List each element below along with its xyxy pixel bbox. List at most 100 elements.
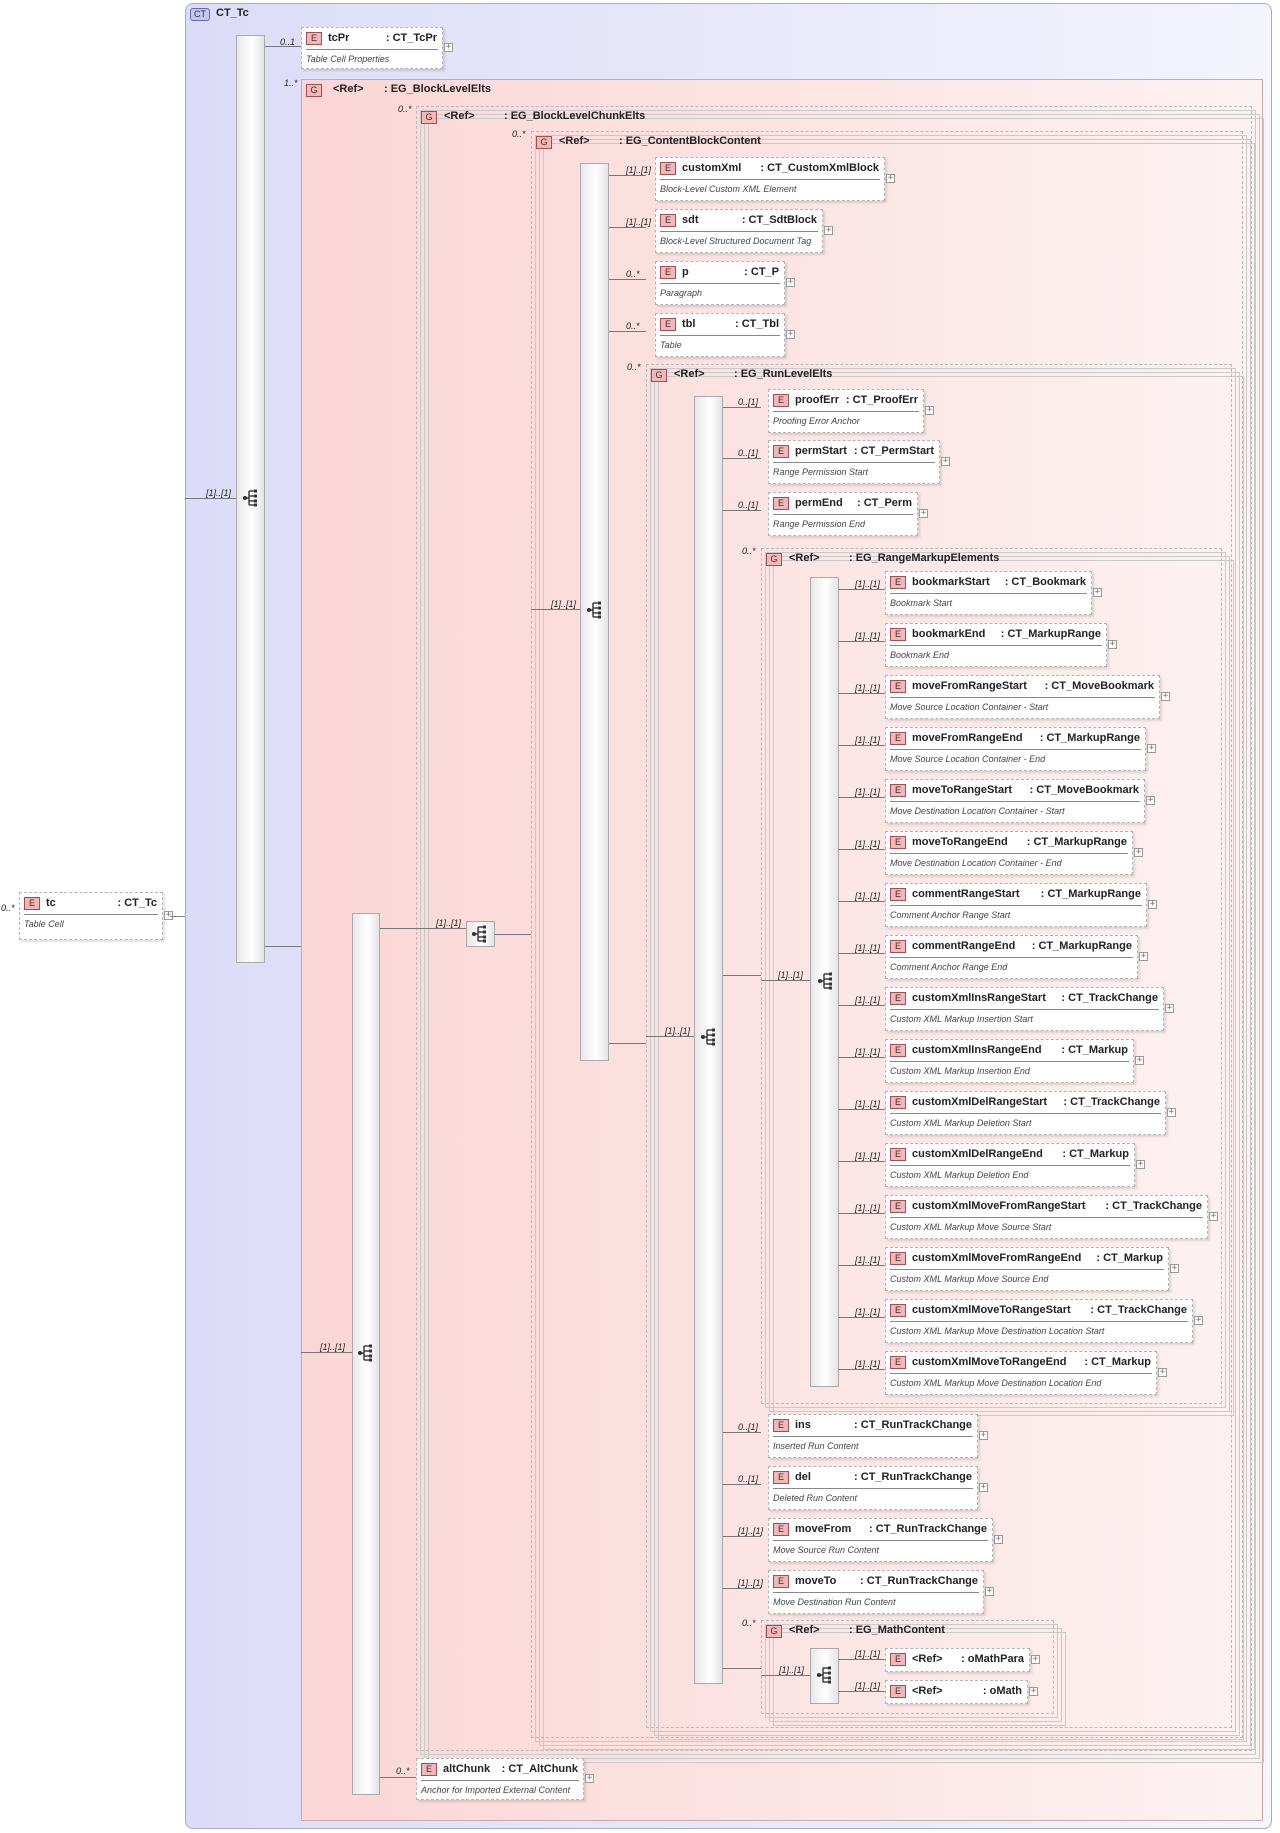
multiplicity: 0..[1] — [738, 1422, 759, 1432]
element-type: : CT_P — [744, 266, 779, 278]
element-name: moveFromRangeEnd — [912, 732, 1023, 744]
element-icon: E — [890, 836, 906, 849]
group-container — [646, 364, 1232, 1728]
expand-toggle[interactable]: + — [1093, 587, 1102, 597]
element-icon: E — [421, 1763, 437, 1776]
expand-toggle[interactable]: + — [994, 1534, 1003, 1544]
doc-divider — [660, 179, 880, 180]
element-doc: Deleted Run Content — [773, 1493, 858, 1503]
element-type: : CT_MarkupRange — [1039, 732, 1140, 744]
element-name: del — [795, 1471, 811, 1483]
connector-line — [839, 1057, 885, 1058]
connector-line — [265, 46, 301, 47]
expand-toggle[interactable]: + — [1167, 1107, 1176, 1117]
connector-line — [646, 1036, 694, 1037]
connector-line — [839, 693, 885, 694]
multiplicity: [1]..[1] — [551, 599, 577, 609]
expand-toggle[interactable]: + — [1139, 951, 1148, 961]
expand-toggle[interactable]: + — [824, 225, 833, 235]
element-altchunk[interactable] — [416, 1758, 584, 1800]
group-icon: G — [421, 111, 437, 124]
doc-divider — [890, 1165, 1130, 1166]
expand-toggle[interactable]: + — [1161, 691, 1170, 701]
element-tc[interactable] — [19, 892, 163, 940]
element-ref: <Ref> — [912, 1685, 943, 1697]
multiplicity: 0..[1] — [738, 448, 759, 458]
expand-toggle[interactable]: + — [1146, 795, 1155, 805]
doc-divider — [306, 49, 438, 50]
choice-compositor — [580, 163, 609, 1061]
expand-toggle[interactable]: + — [786, 329, 795, 339]
element-icon: E — [890, 1653, 906, 1666]
expand-toggle[interactable]: + — [1108, 639, 1117, 649]
expand-toggle[interactable]: + — [979, 1482, 988, 1492]
element-doc: Custom XML Markup Insertion Start — [890, 1014, 1033, 1024]
multiplicity: [1]..[1] — [738, 1526, 764, 1536]
element-icon: E — [660, 318, 676, 331]
choice-compositor — [810, 1648, 839, 1704]
element-type: : CT_Tbl — [735, 318, 779, 330]
connector-line — [723, 510, 761, 511]
element-name: moveToRangeEnd — [912, 836, 1008, 848]
multiplicity: [1]..[1] — [855, 995, 881, 1005]
doc-divider — [773, 1592, 979, 1593]
expand-toggle[interactable]: + — [1135, 1055, 1144, 1065]
expand-toggle[interactable]: + — [1209, 1211, 1218, 1221]
element-doc: Table Cell Properties — [306, 54, 390, 64]
element-doc: Move Source Run Content — [773, 1545, 880, 1555]
expand-toggle[interactable]: + — [1170, 1263, 1179, 1273]
group-name: : EG_RunLevelElts — [734, 368, 833, 380]
element-type: : CT_TrackChange — [1063, 1096, 1160, 1108]
element-tcpr[interactable] — [301, 27, 443, 69]
expand-toggle[interactable]: + — [979, 1430, 988, 1440]
multiplicity: [1]..[1] — [855, 1359, 881, 1369]
element-icon: E — [773, 497, 789, 510]
connector-line — [839, 1213, 885, 1214]
multiplicity: 0..[1] — [738, 1474, 759, 1484]
expand-toggle[interactable]: + — [585, 1773, 594, 1783]
connector-line — [380, 1777, 416, 1778]
element-ref-box[interactable] — [885, 1648, 1030, 1672]
expand-toggle[interactable]: + — [1148, 899, 1157, 909]
expand-toggle[interactable]: + — [1136, 1159, 1145, 1169]
sequence-icon — [587, 601, 601, 619]
element-doc: Move Destination Location Container - St… — [890, 806, 1065, 816]
element-doc: Comment Anchor Range End — [890, 962, 1008, 972]
expand-toggle[interactable]: + — [1031, 1654, 1040, 1664]
multiplicity: 0..* — [1, 903, 15, 913]
connector-line — [839, 1369, 885, 1370]
connector-line — [761, 980, 810, 981]
element-ref-box[interactable] — [885, 1680, 1028, 1704]
expand-toggle[interactable]: + — [886, 173, 895, 183]
expand-toggle[interactable]: + — [786, 277, 795, 287]
expand-toggle[interactable]: + — [919, 508, 928, 518]
expand-toggle[interactable]: + — [1158, 1367, 1167, 1377]
expand-toggle[interactable]: + — [925, 405, 934, 415]
expand-toggle[interactable]: + — [941, 456, 950, 466]
element-name: moveFromRangeStart — [912, 680, 1027, 692]
element-icon: E — [890, 1148, 906, 1161]
sequence-icon — [701, 1028, 715, 1046]
expand-toggle[interactable]: + — [1134, 847, 1143, 857]
doc-divider — [890, 593, 1087, 594]
group-stack-edge — [650, 368, 1236, 1732]
element-type: : CT_CustomXmlBlock — [760, 162, 879, 174]
group-stack-edge — [658, 376, 1244, 1740]
expand-toggle[interactable]: + — [1147, 743, 1156, 753]
choice-compositor — [466, 921, 495, 947]
connector-line — [839, 1109, 885, 1110]
group-ref: <Ref> — [559, 135, 590, 147]
element-doc: Bookmark End — [890, 650, 950, 660]
expand-toggle[interactable]: + — [1165, 1003, 1174, 1013]
expand-toggle[interactable]: + — [1029, 1686, 1038, 1696]
sequence-icon — [472, 925, 486, 943]
multiplicity: [1]..[1] — [855, 631, 881, 641]
expand-toggle[interactable]: + — [1194, 1315, 1203, 1325]
element-type: : CT_TrackChange — [1061, 992, 1158, 1004]
element-doc: Custom XML Markup Move Source Start — [890, 1222, 1052, 1232]
expand-toggle[interactable]: + — [164, 910, 173, 920]
connector-line — [839, 1265, 885, 1266]
expand-toggle[interactable]: + — [444, 42, 453, 52]
element-type: : CT_TrackChange — [1090, 1304, 1187, 1316]
expand-toggle[interactable]: + — [985, 1586, 994, 1596]
